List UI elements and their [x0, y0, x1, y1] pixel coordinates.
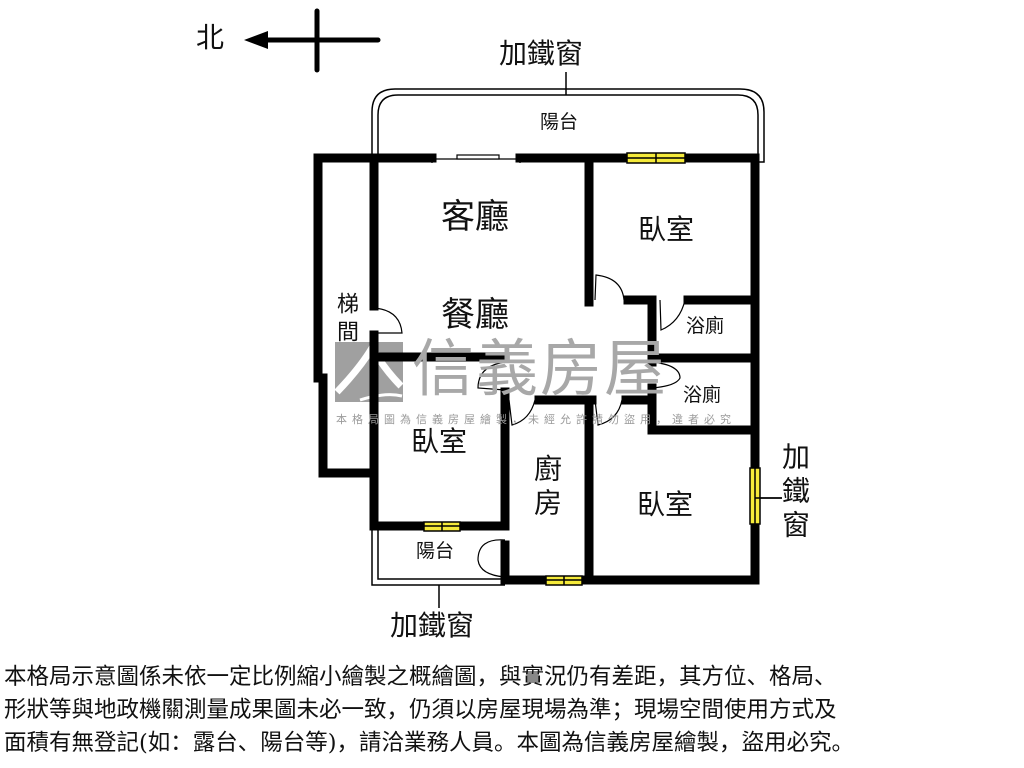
- room-label-bath-upper: 浴廁: [686, 315, 725, 337]
- room-label-living-room: 客廳: [441, 197, 509, 237]
- floor-plan: [244, 8, 782, 608]
- north-label: 北: [196, 21, 225, 54]
- room-label-kitchen: 廚房: [530, 454, 563, 522]
- disclaimer-line: 本格局示意圖係未依一定比例縮小繪製之概繪圖，與實況仍有差距，其方位、格局、: [4, 664, 837, 690]
- room-label-stairwell: 梯間: [333, 292, 358, 348]
- balcony-railing-top: [371, 72, 765, 163]
- watermark-brand-name: 信義房屋: [412, 332, 669, 405]
- room-label-bedroom-ne: 臥室: [638, 213, 695, 246]
- walls: [313, 153, 760, 585]
- room-label-bath-lower: 浴廁: [683, 384, 722, 406]
- room-label-balcony-top: 陽台: [540, 111, 579, 133]
- iron-window-label-bottom: 加鐵窗: [390, 609, 475, 642]
- room-label-bedroom-se: 臥室: [637, 488, 694, 521]
- iron-window-label-top: 加鐵窗: [499, 37, 584, 70]
- room-label-dining-room: 餐廳: [441, 295, 509, 335]
- iron-window-label-right: 加鐵窗: [778, 442, 811, 544]
- watermark-notice: 本格局圖為信義房屋繪製，未經允許請勿盜用，違者必究: [336, 413, 736, 426]
- windows: [423, 152, 782, 586]
- brand-logo-icon: [334, 341, 404, 402]
- north-arrow-icon: [244, 8, 381, 73]
- sliding-door: [431, 154, 521, 163]
- disclaimer-line: 形狀等與地政機關測量成果圖未必一致，仍須以房屋現場為準；現場空間使用方式及: [4, 697, 837, 723]
- door-swings: [373, 274, 686, 578]
- disclaimer-line: 面積有無登記(如：露台、陽台等)，請洽業務人員。本圖為信義房屋繪製，盜用必究。: [4, 730, 855, 756]
- disclaimer-text: 本格局示意圖係未依一定比例縮小繪製之概繪圖，與實況仍有差距，其方位、格局、 形狀…: [4, 661, 1024, 760]
- room-label-bedroom-w: 臥室: [411, 425, 468, 458]
- room-label-balcony-bottom: 陽台: [416, 540, 455, 562]
- balcony-railing-bottom: [371, 525, 505, 608]
